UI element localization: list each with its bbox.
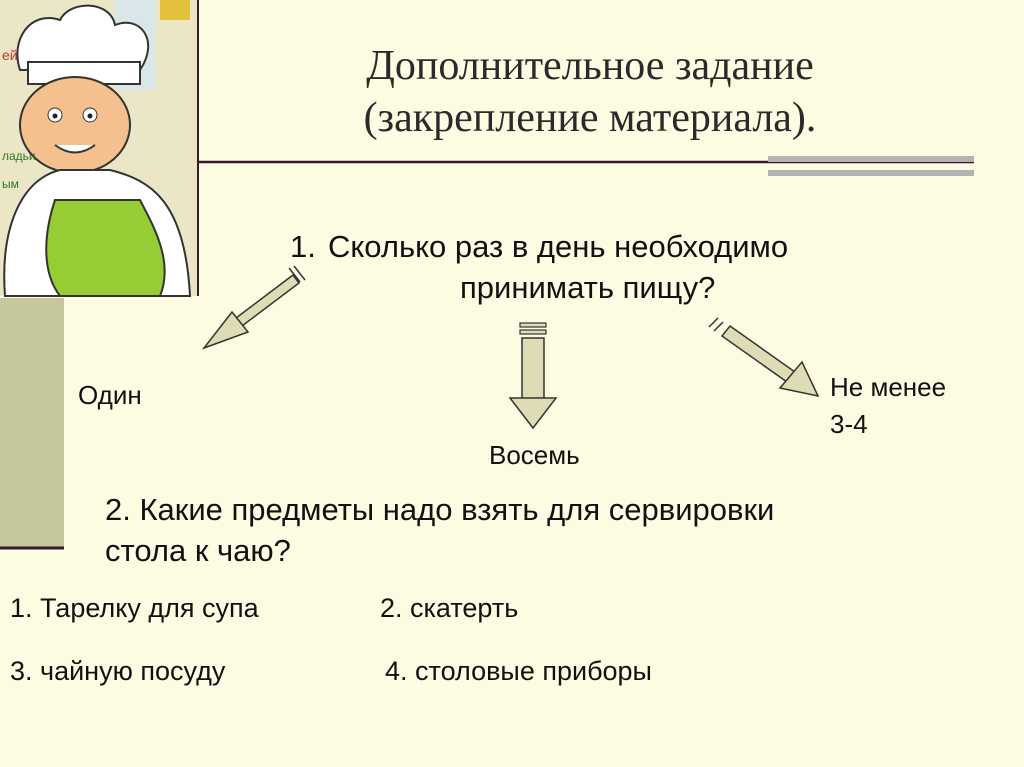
side-bar bbox=[0, 298, 64, 548]
question-2-line1: 2. Какие предметы надо взять для сервиро… bbox=[105, 492, 775, 527]
option-1: 1. Тарелку для супа bbox=[10, 593, 259, 623]
question-2-line2: стола к чаю? bbox=[105, 533, 291, 568]
accent-bar-top bbox=[768, 156, 974, 162]
question-1-number: 1. bbox=[290, 229, 316, 264]
answer-three-four: Не менее 3-4 bbox=[830, 369, 946, 443]
option-4: 4. столовые приборы bbox=[385, 656, 652, 686]
option-2: 2. скатерть bbox=[380, 593, 519, 623]
arrow-to-three-four bbox=[708, 317, 820, 398]
question-1: 1. Сколько раз в день необходимо принимат… bbox=[290, 226, 990, 308]
answer-three-four-line1: Не менее bbox=[830, 372, 947, 402]
slide-title-line1: Дополнительное задание bbox=[366, 43, 814, 89]
question-2: 2. Какие предметы надо взять для сервиро… bbox=[105, 489, 1005, 571]
chef-illustration: ей ладьи ым bbox=[0, 0, 198, 297]
accent-bar-bottom bbox=[768, 170, 974, 176]
svg-text:ым: ым bbox=[2, 177, 19, 191]
question-1-line1: Сколько раз в день необходимо bbox=[328, 229, 789, 264]
question-1-line2: принимать пищу? bbox=[460, 270, 716, 305]
option-3: 3. чайную посуду bbox=[10, 656, 226, 686]
answer-eight: Восемь bbox=[489, 440, 580, 470]
svg-text:ладьи: ладьи bbox=[2, 149, 36, 163]
answer-three-four-line2: 3-4 bbox=[830, 409, 868, 439]
svg-text:ей: ей bbox=[2, 47, 18, 63]
arrow-to-eight bbox=[508, 322, 558, 430]
slide-title-line2: (закрепление материала). bbox=[363, 95, 817, 141]
answer-one: Один bbox=[78, 380, 142, 410]
slide-title: Дополнительное задание (закрепление мате… bbox=[240, 40, 940, 144]
arrow-to-one bbox=[201, 265, 306, 350]
